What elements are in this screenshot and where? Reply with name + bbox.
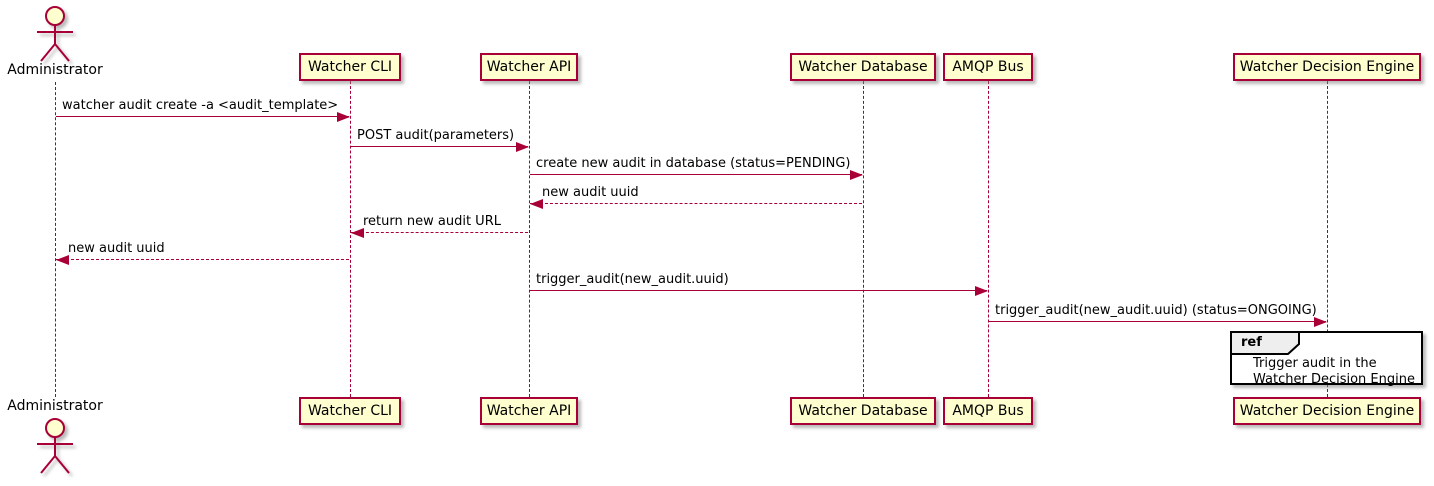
arrowhead-icon bbox=[56, 254, 69, 265]
message-label-6: new audit uuid bbox=[68, 241, 165, 256]
message-line-5 bbox=[351, 232, 528, 233]
actor-figure-bottom-administrator bbox=[30, 417, 80, 475]
arrowhead-icon bbox=[337, 111, 350, 122]
ref-keyword: ref bbox=[1241, 335, 1262, 350]
actor-label-top-administrator: Administrator bbox=[7, 62, 103, 78]
actor-stick-figure-icon bbox=[37, 6, 73, 62]
participant-top-amqp-bus: AMQP Bus bbox=[943, 53, 1033, 81]
participant-top-watcher-cli: Watcher CLI bbox=[299, 53, 401, 81]
participant-top-watcher-decision-engine: Watcher Decision Engine bbox=[1233, 53, 1421, 81]
message-line-3 bbox=[530, 174, 862, 175]
participant-top-watcher-database: Watcher Database bbox=[790, 53, 936, 81]
participant-bottom-watcher-api: Watcher API bbox=[480, 397, 578, 425]
ref-tab bbox=[1230, 331, 1300, 359]
participant-top-watcher-api: Watcher API bbox=[480, 53, 578, 81]
lifeline-watcher-api bbox=[529, 81, 530, 397]
message-line-1 bbox=[56, 116, 349, 117]
participant-bottom-amqp-bus: AMQP Bus bbox=[943, 397, 1033, 425]
participant-bottom-watcher-cli: Watcher CLI bbox=[299, 397, 401, 425]
message-label-1: watcher audit create -a <audit_template> bbox=[62, 98, 339, 113]
arrowhead-icon bbox=[975, 285, 988, 296]
arrowhead-icon bbox=[530, 198, 543, 209]
message-line-2 bbox=[351, 146, 528, 147]
arrowhead-icon bbox=[850, 169, 863, 180]
message-line-6 bbox=[56, 259, 349, 260]
lifeline-amqp-bus bbox=[988, 81, 989, 397]
message-line-8 bbox=[989, 321, 1326, 322]
participant-bottom-watcher-database: Watcher Database bbox=[790, 397, 936, 425]
actor-label-bottom-administrator: Administrator bbox=[7, 398, 103, 414]
message-label-5: return new audit URL bbox=[363, 214, 501, 229]
message-label-2: POST audit(parameters) bbox=[357, 128, 515, 143]
lifeline-watcher-database bbox=[863, 81, 864, 397]
arrowhead-icon bbox=[516, 141, 529, 152]
message-line-7 bbox=[530, 290, 987, 291]
actor-figure-top-administrator bbox=[30, 5, 80, 63]
actor-stick-figure-icon bbox=[37, 418, 73, 474]
message-label-8: trigger_audit(new_audit.uuid) (status=ON… bbox=[995, 303, 1317, 318]
lifeline-watcher-cli bbox=[350, 81, 351, 397]
lifeline-administrator bbox=[55, 82, 56, 397]
ref-text-line-1: Trigger audit in the bbox=[1253, 356, 1377, 371]
message-label-3: create new audit in database (status=PEN… bbox=[536, 156, 851, 171]
ref-text-line-2: Watcher Decision Engine bbox=[1253, 372, 1415, 387]
message-line-4 bbox=[530, 203, 862, 204]
lifeline-watcher-decision-engine bbox=[1327, 81, 1328, 397]
arrowhead-icon bbox=[1314, 316, 1327, 327]
message-label-4: new audit uuid bbox=[542, 185, 639, 200]
arrowhead-icon bbox=[351, 227, 364, 238]
participant-bottom-watcher-decision-engine: Watcher Decision Engine bbox=[1233, 397, 1421, 425]
message-label-7: trigger_audit(new_audit.uuid) bbox=[536, 272, 729, 287]
